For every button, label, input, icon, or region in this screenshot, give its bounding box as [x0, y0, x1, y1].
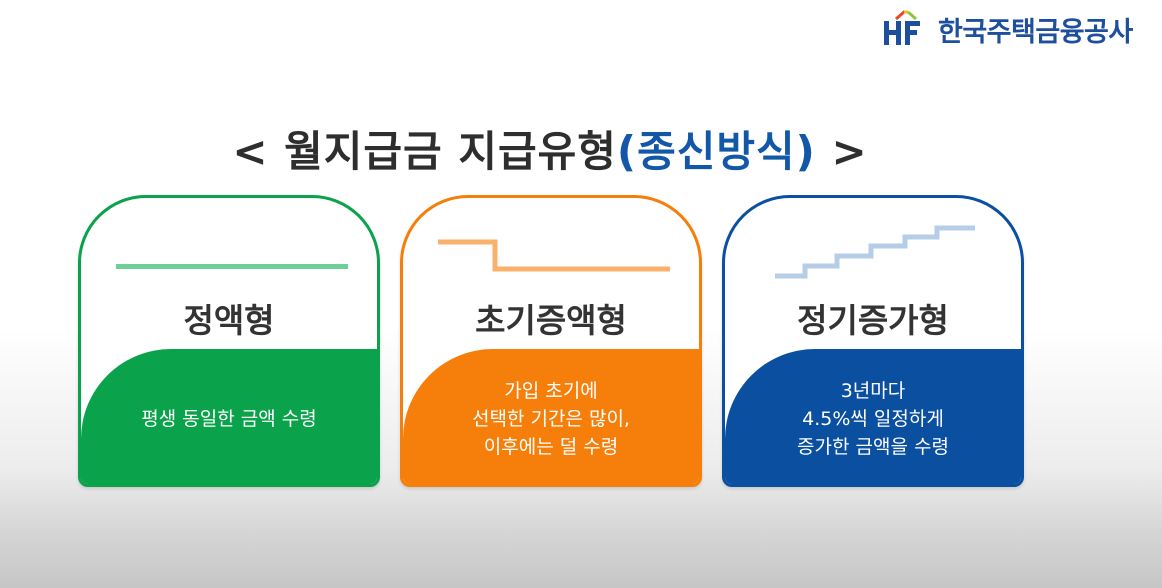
card-description-panel: 3년마다 4.5%씩 일정하게 증가한 금액을 수령: [725, 349, 1021, 484]
card-early-increase: 초기증액형 가입 초기에 선택한 기간은 많이, 이후에는 덜 수령: [400, 195, 702, 487]
description-line: 4.5%씩 일정하게: [802, 407, 944, 430]
title-suffix: >: [815, 127, 868, 176]
card-title: 정기증가형: [797, 301, 949, 340]
card-title: 초기증액형: [475, 301, 627, 340]
title-main: < 월지급금 지급유형: [232, 127, 617, 176]
description-line: 선택한 기간은 많이,: [472, 407, 630, 430]
description-line: 평생 동일한 금액 수령: [141, 407, 317, 430]
description-line: 3년마다: [840, 379, 906, 402]
card-description-panel: 평생 동일한 금액 수령: [81, 349, 377, 484]
description-line: 증가한 금액을 수령: [797, 435, 949, 458]
step-down-line-icon: [438, 239, 670, 272]
title-accent: (종신방식): [616, 127, 816, 176]
hf-logo: 한국주택금융공사: [882, 6, 1133, 49]
page-title: < 월지급금 지급유형(종신방식) >: [0, 118, 1100, 179]
flat-line-icon: [116, 264, 348, 269]
card-description-panel: 가입 초기에 선택한 기간은 많이, 이후에는 덜 수령: [403, 349, 699, 484]
staircase-up-icon: [775, 225, 975, 279]
description-line: 가입 초기에: [504, 379, 598, 402]
card-title: 정액형: [183, 301, 275, 340]
description-line: 이후에는 덜 수령: [483, 435, 619, 458]
card-fixed-amount: 정액형 평생 동일한 금액 수령: [78, 195, 380, 487]
hf-logo-mark-icon: [882, 9, 930, 47]
brand-name: 한국주택금융공사: [938, 17, 1133, 48]
card-periodic-increase: 정기증가형 3년마다 4.5%씩 일정하게 증가한 금액을 수령: [722, 195, 1024, 487]
